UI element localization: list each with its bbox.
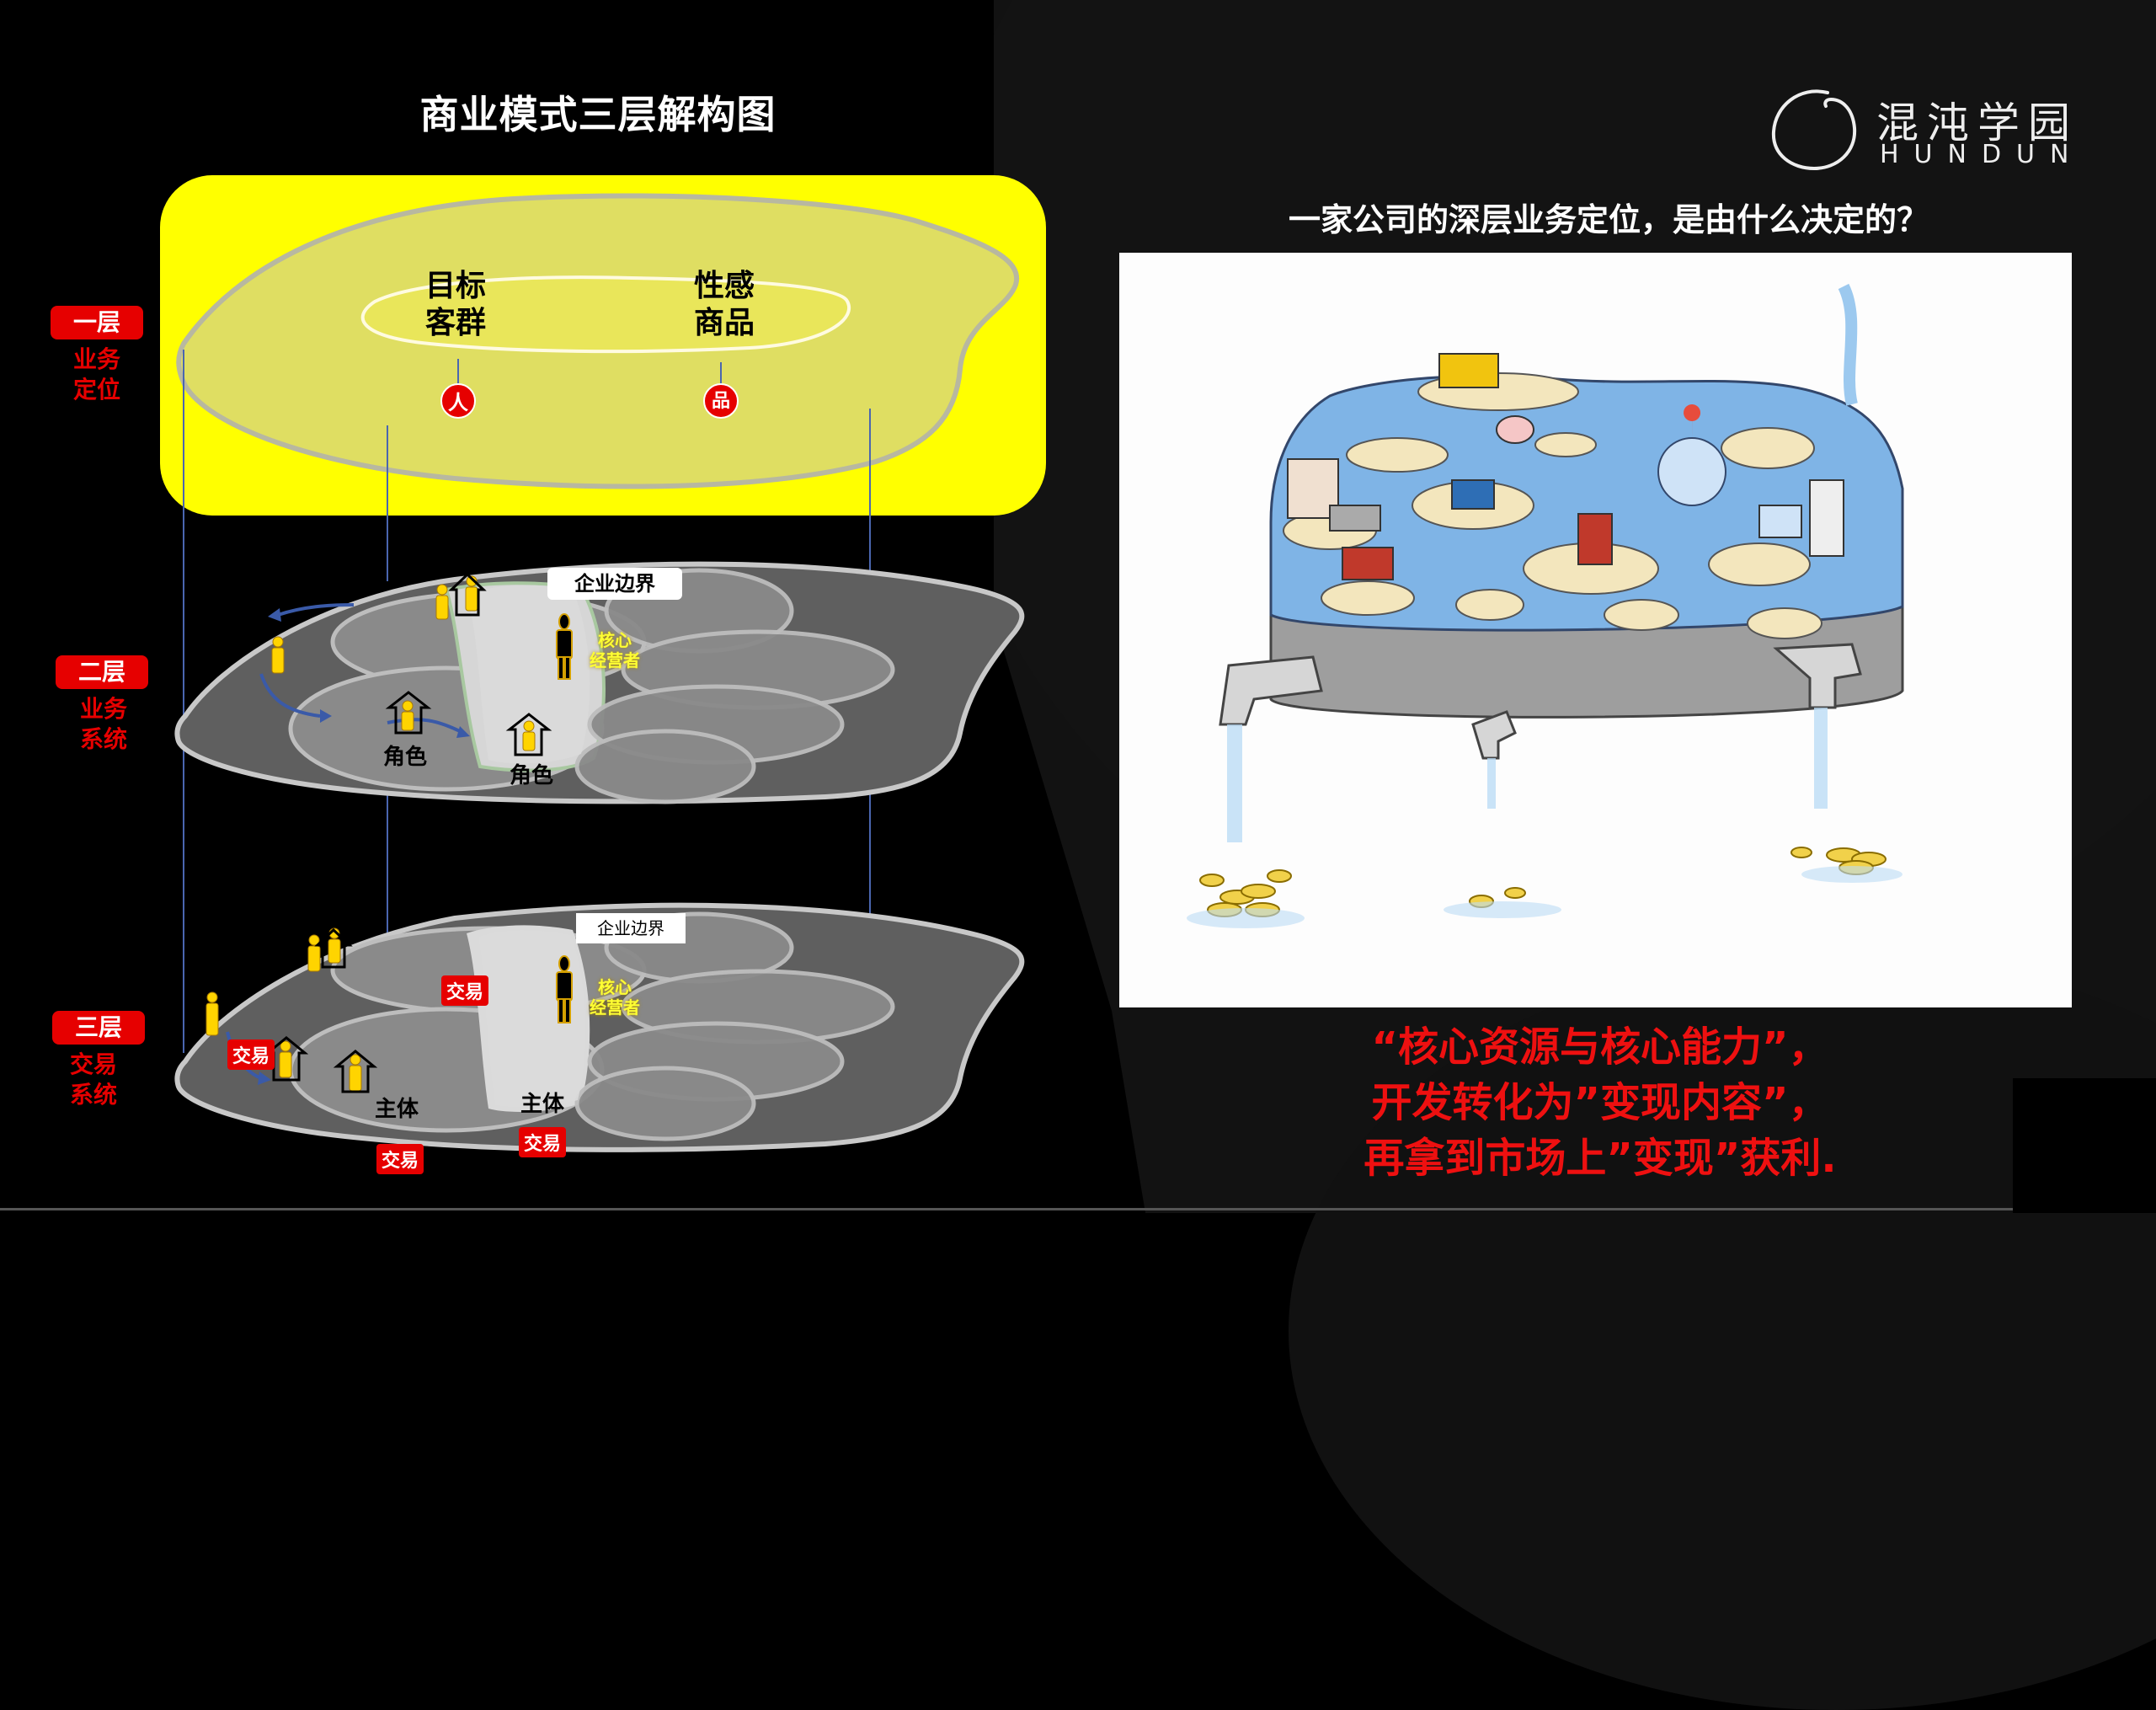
layer-2-badge: 二层 [56, 655, 148, 689]
conclusion-line-3: 再拿到市场上”变现”获利. [1364, 1135, 1837, 1182]
layer-1-shape [176, 193, 1020, 489]
sexy-product-line2: 商品 [694, 306, 755, 340]
trade-tag-top: 交易 [441, 975, 489, 1006]
layer-2-sub-1: 业务 [79, 695, 127, 723]
target-customer-line1: 目标 [425, 269, 487, 303]
hundun-logo-icon [1771, 89, 1857, 171]
layer-3-core-operator: 核心 经营者 [581, 977, 648, 1018]
diagram-title: 商业模式三层解构图 [419, 92, 776, 137]
question-heading: 一家公司的深层业务定位，是由什么决定的？ [1288, 201, 1929, 238]
conclusion-text: “核心资源与核心能力”， 开发转化为”变现内容”， 再拿到市场上”变现”获利. [1297, 1019, 1903, 1186]
sexy-product-label: 性感 商品 [694, 268, 755, 342]
role-label-2: 角色 [510, 763, 554, 788]
layer-1-label: 一层 业务 定位 [51, 306, 143, 405]
layer-2-core-line1: 核心 [598, 630, 632, 650]
trade-tag-left: 交易 [227, 1039, 275, 1070]
layer-2-core-line2: 经营者 [590, 650, 640, 671]
product-marker: 品 [711, 391, 730, 412]
layer-2-core-operator: 核心 经营者 [581, 630, 648, 671]
layer-3-core-line1: 核心 [598, 977, 632, 997]
trade-tag-bottom: 交易 [376, 1144, 424, 1174]
layer-2-enterprise-boundary: 企业边界 [547, 568, 682, 600]
trade-tag-right: 交易 [519, 1127, 567, 1157]
subject-label-1: 主体 [375, 1097, 419, 1122]
role-label-1: 角色 [383, 745, 428, 770]
layer-2-shape [174, 561, 1025, 804]
hundun-logo-en: HUNDUN [1880, 140, 2084, 169]
layer-3-sub-1: 交易 [69, 1050, 117, 1078]
target-customer-label: 目标 客群 [425, 268, 486, 342]
sexy-product-line1: 性感 [694, 269, 755, 303]
layer-1-sub-2: 定位 [72, 376, 120, 403]
layer-3-enterprise-boundary: 企业边界 [576, 913, 686, 943]
layer-1-sub-1: 业务 [72, 345, 120, 373]
layer-3-shape [174, 902, 1025, 1152]
layer-3-core-line2: 经营者 [590, 997, 640, 1018]
layer-2-sub-2: 系统 [79, 725, 127, 753]
person-marker: 人 [448, 391, 468, 414]
illustration-image [1119, 253, 2072, 1007]
conclusion-line-1: “核心资源与核心能力”， [1371, 1023, 1829, 1071]
background-diagonal [926, 0, 1145, 1213]
layer-3-badge: 三层 [52, 1011, 145, 1045]
bottom-border [0, 1208, 2021, 1210]
conclusion-line-2: 开发转化为”变现内容”， [1371, 1079, 1829, 1126]
hundun-logo-cn: 混沌学园 [1876, 99, 2079, 147]
subject-label-2: 主体 [520, 1092, 565, 1117]
corner-block [2013, 1078, 2156, 1213]
layer-3-sub-2: 系统 [69, 1081, 117, 1109]
target-customer-line2: 客群 [425, 306, 487, 340]
layer-1-badge: 一层 [51, 306, 143, 339]
layer-2-label: 二层 业务 系统 [56, 655, 148, 755]
water-tank-illustration [1187, 283, 1904, 928]
layer-3-label: 三层 交易 系统 [52, 1011, 145, 1110]
